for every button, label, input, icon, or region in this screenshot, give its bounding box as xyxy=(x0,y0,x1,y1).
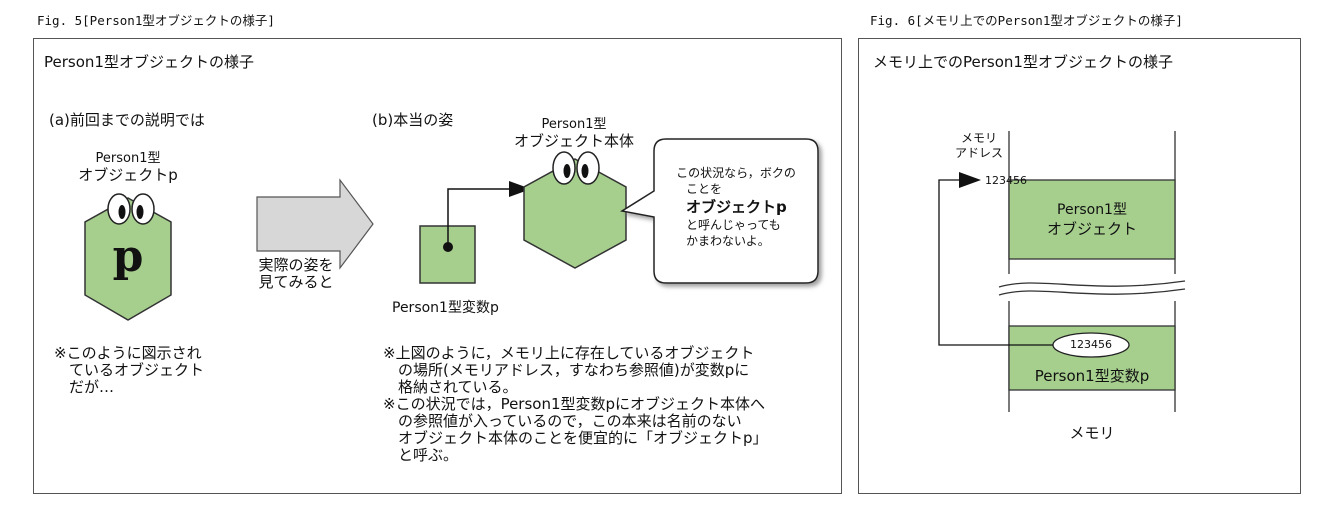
memory-address-label: メモリ アドレス xyxy=(949,131,1009,161)
object-block-label: オブジェクト xyxy=(1046,220,1137,238)
fig6-caption: Fig. 6[メモリ上でのPerson1型オブジェクトの様子] xyxy=(870,13,1183,28)
transition-arrow xyxy=(256,178,374,270)
b-note-line: と呼ぶ。 xyxy=(383,446,459,464)
speech-bubble-text: この状況なら，ボクの ことを オブジェクトp と呼んじゃっても かまわないよ。 xyxy=(656,165,816,249)
fig6-drawing xyxy=(938,131,1186,412)
bubble-line: ことを xyxy=(686,182,723,196)
variable-p-label: Person1型変数p xyxy=(392,300,499,316)
memory-label: メモリ xyxy=(1069,424,1115,442)
reference-arrow-line xyxy=(447,188,509,247)
reference-value-text: 123456 xyxy=(1070,338,1112,351)
b-note-line: オブジェクト本体のことを便宜的に「オブジェクトp」 xyxy=(383,429,768,447)
a-object-name-label: オブジェクトp xyxy=(78,166,178,184)
pointer-line xyxy=(938,179,1053,346)
mascot-hexagon-a xyxy=(84,193,172,321)
transition-text-line: 見てみると xyxy=(258,273,334,291)
fig5-panel-title: Person1型オブジェクトの様子 xyxy=(44,53,254,71)
section-a-label: (a)前回までの説明では xyxy=(49,111,205,129)
bubble-line: この状況なら，ボクの xyxy=(676,166,796,180)
a-object-type-label: Person1型 xyxy=(95,151,161,166)
a-note: ※このように図示され ているオブジェクト だが… xyxy=(54,345,204,396)
bubble-line: かまわないよ。 xyxy=(686,234,770,248)
a-note-line: ているオブジェクト xyxy=(54,361,205,379)
object-block-type: Person1型 xyxy=(1057,202,1127,218)
b-object-type-label: Person1型 xyxy=(541,117,607,132)
fig6-panel-title: メモリ上でのPerson1型オブジェクトの様子 xyxy=(873,53,1173,71)
hexagon-letter: p xyxy=(112,231,144,282)
fig6-panel: メモリ上でのPerson1型オブジェクトの様子 メモリ アドレス 123456 … xyxy=(858,38,1301,494)
pointer-arrow-head xyxy=(959,172,981,188)
memory-object-block xyxy=(1008,179,1176,260)
b-object-body-label: オブジェクト本体 xyxy=(513,132,634,150)
variable-block-label: Person1型変数p xyxy=(1034,367,1150,385)
object-body-hexagon xyxy=(523,151,627,269)
bubble-line: と呼んじゃっても xyxy=(686,218,781,232)
b-note-line: 格納されている。 xyxy=(383,378,518,396)
b-note-line: の場所(メモリアドレス，すなわち参照値)が変数pに xyxy=(383,361,750,379)
bubble-line-emphasis: オブジェクトp xyxy=(686,198,787,216)
memory-address-label-line: メモリ xyxy=(960,131,997,145)
a-note-line: だが… xyxy=(54,378,115,396)
memory-break-mark xyxy=(998,280,1186,288)
fig5-drawing xyxy=(84,138,819,321)
section-b-label: (b)本当の姿 xyxy=(372,111,454,129)
fig5-panel: Person1型オブジェクトの様子 (a)前回までの説明では Person1型 … xyxy=(33,38,842,494)
speech-bubble xyxy=(619,138,819,284)
reference-arrow-head xyxy=(509,181,531,197)
transition-text: 実際の姿を 見てみると xyxy=(246,257,346,291)
b-note-line: ※上図のように，メモリ上に存在しているオブジェクト xyxy=(383,344,755,362)
b-note-line: ※この状況では，Person1型変数pにオブジェクト本体へ xyxy=(383,395,766,413)
b-note-line: の参照値が入っているので，この本来は名前のない xyxy=(383,412,742,430)
memory-address-label-line: アドレス xyxy=(954,146,1003,160)
transition-text-line: 実際の姿を xyxy=(258,256,334,274)
a-note-line: ※このように図示され xyxy=(54,344,202,362)
fig5-caption: Fig. 5[Person1型オブジェクトの様子] xyxy=(37,13,275,28)
memory-address-value: 123456 xyxy=(985,174,1027,187)
b-notes: ※上図のように，メモリ上に存在しているオブジェクト の場所(メモリアドレス，すな… xyxy=(383,345,768,464)
